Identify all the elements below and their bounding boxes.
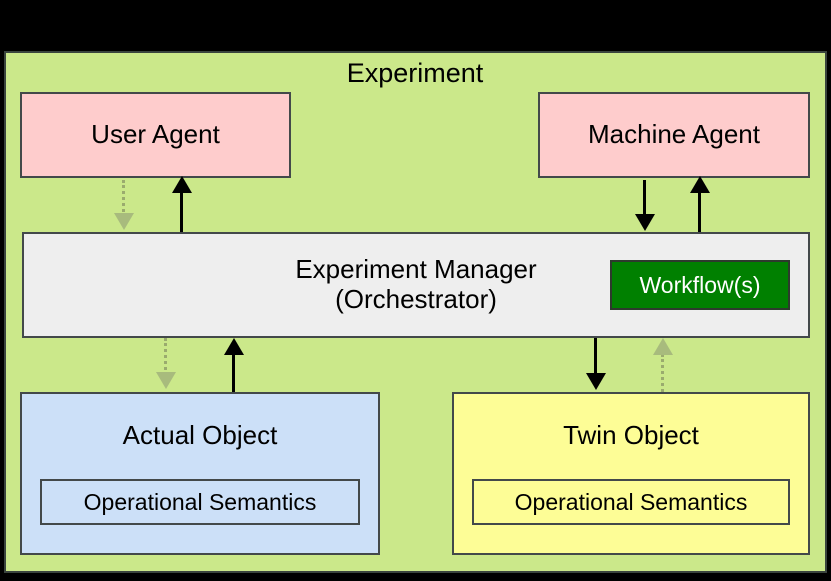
twin-object-label: Twin Object: [563, 420, 699, 450]
actual-object-operational-semantics[interactable]: Operational Semantics: [40, 479, 360, 525]
edge-line-dotted: [661, 354, 664, 392]
node-experiment-manager[interactable]: Experiment Manager (Orchestrator) Workfl…: [22, 232, 810, 338]
workflow-label: Workflow(s): [639, 271, 761, 298]
machine-agent-label: Machine Agent: [587, 119, 760, 150]
experiment-manager-body: Experiment Manager (Orchestrator) Workfl…: [24, 234, 808, 336]
arrowhead-up-icon: [171, 176, 192, 193]
twin-object-operational-semantics[interactable]: Operational Semantics: [472, 479, 790, 525]
node-twin-object[interactable]: Twin Object Operational Semantics: [452, 392, 810, 555]
edge-line: [698, 192, 701, 232]
operational-semantics-label: Operational Semantics: [514, 488, 748, 515]
edge-line-dotted: [122, 180, 125, 218]
experiment-manager-label-line2: (Orchestrator): [335, 284, 497, 314]
experiment-manager-label-line1: Experiment Manager: [295, 254, 537, 285]
edge-line: [594, 338, 597, 375]
experiment-title: Experiment: [346, 58, 484, 88]
node-actual-object[interactable]: Actual Object Operational Semantics: [20, 392, 380, 555]
experiment-manager-label: Experiment Manager (Orchestrator): [295, 254, 537, 315]
arrowhead-down-icon: [634, 214, 655, 231]
arrowhead-up-icon: [689, 176, 710, 193]
node-user-agent[interactable]: User Agent: [20, 92, 291, 178]
operational-semantics-label: Operational Semantics: [83, 488, 317, 515]
user-agent-label: User Agent: [91, 119, 220, 150]
edge-line: [180, 192, 183, 232]
arrowhead-down-icon: [585, 373, 606, 390]
arrowhead-up-icon: [223, 338, 244, 355]
edge-line: [232, 354, 235, 392]
edge-line: [643, 180, 646, 216]
node-machine-agent[interactable]: Machine Agent: [538, 92, 810, 178]
arrowhead-up-icon: [652, 338, 673, 355]
workflow-box[interactable]: Workflow(s): [610, 260, 790, 310]
edge-line-dotted: [164, 338, 167, 376]
arrowhead-down-icon: [113, 213, 134, 230]
actual-object-label: Actual Object: [122, 420, 278, 450]
arrowhead-down-icon: [155, 372, 176, 389]
